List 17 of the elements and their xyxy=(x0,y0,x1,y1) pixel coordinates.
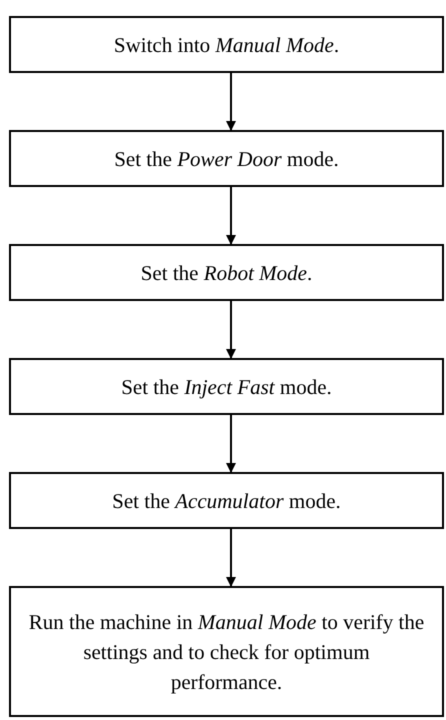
arrow xyxy=(226,301,236,359)
arrow xyxy=(226,187,236,245)
step-text: Switch into Manual Mode. xyxy=(114,32,340,58)
process-box xyxy=(9,358,444,415)
process-box xyxy=(9,16,444,73)
process-box xyxy=(9,244,444,301)
process-box xyxy=(9,586,444,717)
step-text: Run the machine in Manual Mode to verify the settings and to check for optimum performance. xyxy=(28,608,426,696)
arrow xyxy=(226,73,236,131)
arrow xyxy=(226,415,236,473)
arrow xyxy=(226,529,236,587)
process-box xyxy=(9,472,444,529)
step-text: Set the Inject Fast mode. xyxy=(121,374,332,400)
process-box xyxy=(9,130,444,187)
step-text: Set the Power Door mode. xyxy=(114,146,339,172)
step-text: Set the Accumulator mode. xyxy=(112,488,341,514)
step-text: Set the Robot Mode. xyxy=(140,260,312,286)
